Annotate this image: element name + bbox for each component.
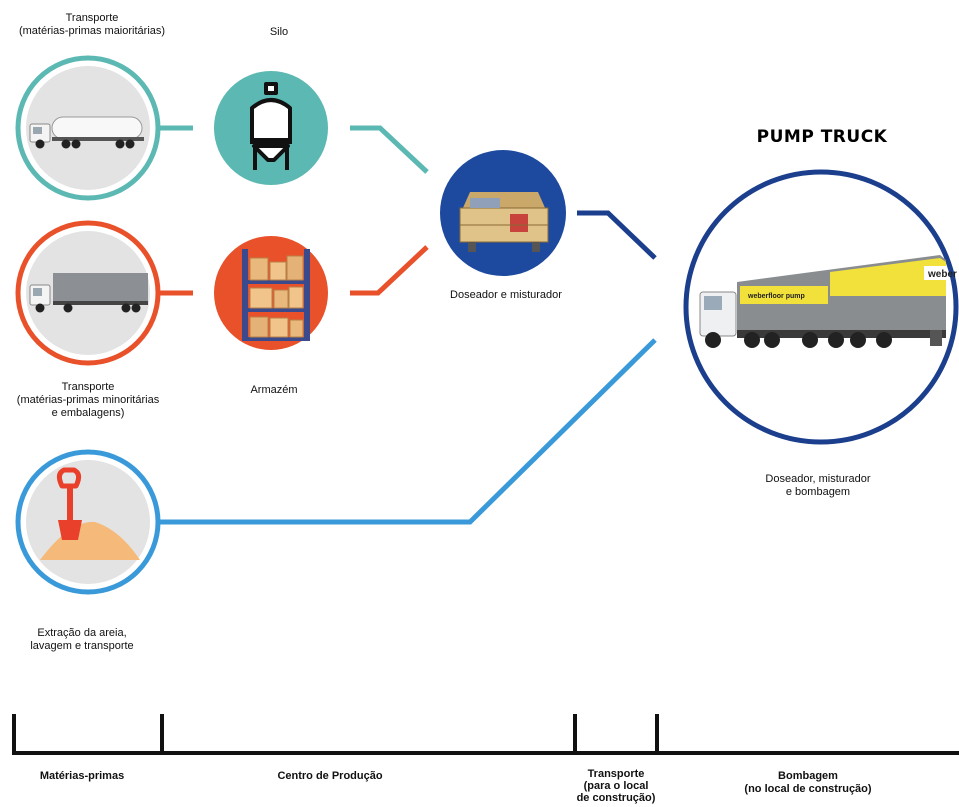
- stage-transport-line1: Transporte: [587, 768, 645, 780]
- silo-node: [214, 71, 328, 185]
- stage-pumping-line2: (no local de construção): [744, 783, 872, 795]
- warehouse-label: Armazém: [250, 384, 298, 396]
- stage-transport-label: Transporte (para o local de construção): [577, 768, 656, 804]
- shelving-boxes-icon: [242, 249, 310, 341]
- stage-transport-line2: (para o local: [583, 780, 649, 792]
- transport-major-node: [15, 55, 161, 201]
- connector-sand-to-truck: [160, 338, 657, 525]
- sand-label: Extração da areia, lavagem e transporte: [30, 627, 133, 653]
- pump-truck-node: weber weberfloor pump: [683, 169, 959, 445]
- connector-mixer-to-truck: [577, 210, 657, 260]
- stage-transport-line3: de construção): [576, 792, 656, 804]
- connector-silo-to-mixer: [350, 125, 429, 174]
- shovel-sand-icon: [40, 467, 140, 560]
- box-truck-icon: [29, 273, 148, 313]
- stage-pumping-label: Bombagem (no local de construção): [744, 770, 871, 796]
- stage-pumping-line1: Bombagem: [778, 770, 838, 782]
- transport-major-label: Transporte (matérias-primas maioritárias…: [19, 12, 165, 38]
- transport-minor-node: [15, 220, 161, 366]
- tanker-truck-icon: [29, 116, 144, 149]
- transport-major-label-line2: (matérias-primas maioritárias): [18, 25, 166, 37]
- sand-label-line1: Extração da areia,: [37, 627, 127, 639]
- pump-truck-label-line2: e bombagem: [785, 486, 851, 498]
- doser-mixer-label: Doseador e misturador: [450, 289, 562, 301]
- pump-truck-label-line1: Doseador, misturador: [765, 473, 871, 485]
- sand-label-line2: lavagem e transporte: [30, 640, 134, 652]
- stage-production-label: Centro de Produção: [277, 770, 383, 782]
- weber-brand-logo: weber: [927, 269, 957, 280]
- weberfloor-pump-text: weberfloor pump: [747, 293, 805, 300]
- silo-label: Silo: [269, 26, 289, 38]
- doser-mixer-node: [440, 150, 566, 276]
- pump-truck-title: PUMP TRUCK: [756, 127, 888, 147]
- transport-minor-label: Transporte (matérias-primas minoritárias…: [17, 381, 159, 420]
- transport-minor-label-line2: (matérias-primas minoritárias: [16, 394, 160, 406]
- timeline: [12, 714, 959, 755]
- mixer-machine-icon: [459, 192, 549, 252]
- stage-raw-materials-label: Matérias-primas: [39, 770, 125, 782]
- warehouse-node: [214, 236, 328, 350]
- pump-truck-photo: weber weberfloor pump: [699, 255, 957, 348]
- pump-truck-label: Doseador, misturador e bombagem: [765, 473, 870, 499]
- transport-minor-label-line1: Transporte: [61, 381, 115, 393]
- transport-minor-label-line3: e embalagens): [51, 407, 125, 419]
- connector-warehouse-to-mixer: [350, 245, 429, 296]
- transport-major-label-line1: Transporte: [65, 12, 119, 24]
- sand-node: [15, 449, 161, 595]
- silo-icon: [250, 82, 292, 170]
